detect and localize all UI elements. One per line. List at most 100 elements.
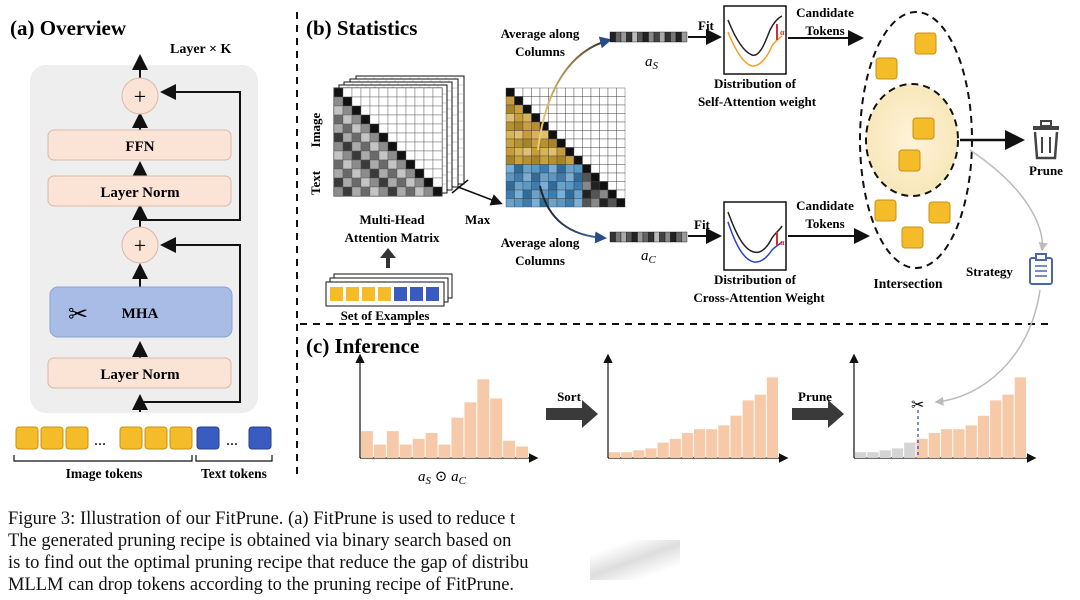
max-matrix-cell <box>505 189 515 199</box>
matrix-cell <box>342 168 353 179</box>
self-attention-distribution-plot: α <box>723 5 787 75</box>
prune-label: Prune <box>1029 163 1063 178</box>
a-c-cell <box>615 231 622 243</box>
matrix-cell <box>405 168 416 179</box>
avg-bottom-label-2: Columns <box>515 253 565 268</box>
max-matrix-cell <box>514 164 524 174</box>
matrix-cell <box>378 141 389 152</box>
hist-bar <box>706 429 718 458</box>
a-s-cell <box>620 31 627 43</box>
matrix-cell <box>432 186 443 197</box>
matrix-cell <box>378 150 389 161</box>
max-matrix-cell <box>556 138 566 148</box>
matrix-cell <box>333 87 344 98</box>
max-matrix-cell <box>548 164 558 174</box>
layer-norm-bottom-label: Layer Norm <box>100 367 180 383</box>
ellipsis: ... <box>226 432 238 449</box>
max-matrix-cell <box>539 164 549 174</box>
max-matrix-cell <box>522 147 532 157</box>
max-matrix-cell <box>599 138 609 148</box>
max-matrix-cell <box>514 87 524 97</box>
hist-bar <box>1014 377 1026 458</box>
matrix-cell <box>342 186 353 197</box>
max-matrix-cell <box>556 147 566 157</box>
caption-line-1: Figure 3: Illustration of our FitPrune. … <box>8 509 516 529</box>
candidate-bottom-label-2: Tokens <box>805 216 844 231</box>
hist-bar <box>891 448 904 458</box>
matrix-cell <box>405 177 416 188</box>
add-node-bottom <box>121 226 159 264</box>
strategy-label: Strategy <box>966 264 1013 279</box>
matrix-cell <box>414 159 425 170</box>
a-c-cell <box>670 231 677 243</box>
matrix-cell <box>387 150 398 161</box>
matrix-cell <box>414 168 425 179</box>
a-s-cell <box>648 31 655 43</box>
max-matrix-cell <box>514 96 524 106</box>
matrix-cell <box>378 177 389 188</box>
matrix-cell <box>378 186 389 197</box>
a-c-cell <box>659 231 666 243</box>
max-matrix-cell <box>590 189 600 199</box>
max-matrix-cell <box>514 147 524 157</box>
matrix-cell <box>396 168 407 179</box>
max-matrix-cell <box>531 113 541 123</box>
fit-top-label: Fit <box>698 18 715 33</box>
max-matrix-cell <box>582 113 592 123</box>
example-tokens <box>330 287 439 301</box>
layer-norm-top-label: Layer Norm <box>100 185 180 201</box>
max-attention-matrix <box>505 87 626 208</box>
avg-top-label-2: Columns <box>515 44 565 59</box>
matrix-cell <box>387 159 398 170</box>
max-matrix-cell <box>573 172 583 182</box>
max-matrix-cell <box>539 138 549 148</box>
ellipsis: ... <box>94 432 106 449</box>
text-tokens-label: Text tokens <box>201 466 267 481</box>
a-c-cell <box>631 231 638 243</box>
hist-bar <box>953 429 965 458</box>
a-c-cell <box>642 231 649 243</box>
matrix-cell <box>423 159 434 170</box>
max-matrix-cell <box>616 96 626 106</box>
matrix-cell <box>432 123 443 134</box>
matrix-cell <box>423 87 434 98</box>
max-matrix-cell <box>565 147 575 157</box>
hist-bar <box>451 417 464 458</box>
matrix-cell <box>405 132 416 143</box>
max-matrix-cell <box>616 121 626 131</box>
max-matrix-cell <box>522 113 532 123</box>
max-matrix-cell <box>548 138 558 148</box>
max-matrix-cell <box>539 172 549 182</box>
matrix-cell <box>360 159 371 170</box>
matrix-cell <box>369 87 380 98</box>
max-matrix-cell <box>565 189 575 199</box>
mha-matrix-label-1: Multi-Head <box>360 212 426 227</box>
max-matrix-cell <box>505 198 515 208</box>
max-matrix-cell <box>599 147 609 157</box>
matrix-cell <box>423 105 434 116</box>
matrix-cell <box>342 123 353 134</box>
caption-line-4: MLLM can drop tokens according to the pr… <box>8 575 515 595</box>
matrix-cell <box>396 123 407 134</box>
max-matrix-cell <box>539 147 549 157</box>
max-matrix-cell <box>573 189 583 199</box>
max-matrix-cell <box>565 87 575 97</box>
matrix-cell <box>351 159 362 170</box>
max-matrix-cell <box>599 189 609 199</box>
max-matrix-cell <box>548 147 558 157</box>
max-matrix-cell <box>548 172 558 182</box>
matrix-cell <box>405 159 416 170</box>
ffn-block <box>47 129 232 161</box>
max-matrix-cell <box>505 87 515 97</box>
matrix-cell <box>333 114 344 125</box>
caption-line-2: The generated pruning recipe is obtained… <box>8 531 512 551</box>
matrix-cell <box>396 105 407 116</box>
matrix-cell <box>369 123 380 134</box>
cross-attention-distribution-plot: α <box>723 201 787 271</box>
matrix-cell <box>351 105 362 116</box>
max-matrix-cell <box>616 87 626 97</box>
hist-bar <box>645 448 657 458</box>
max-matrix-cell <box>616 181 626 191</box>
hist-bar <box>399 444 412 458</box>
